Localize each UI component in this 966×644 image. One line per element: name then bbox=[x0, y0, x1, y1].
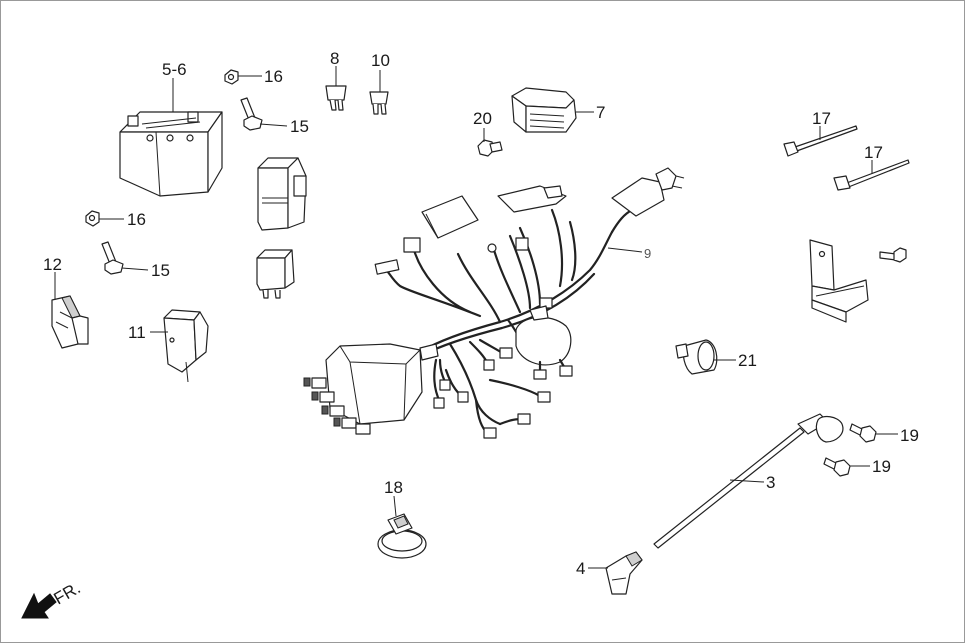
callout-11: 11 bbox=[128, 323, 146, 342]
callout-5-6: 5-6 bbox=[162, 60, 187, 79]
cable-3 bbox=[653, 413, 844, 549]
callout-8: 8 bbox=[330, 49, 339, 68]
fuse-box-12 bbox=[51, 295, 89, 349]
bracket bbox=[809, 239, 869, 323]
hose-clamp-18 bbox=[377, 513, 427, 559]
bolt-15-upper bbox=[240, 97, 263, 131]
bolt-15-lower bbox=[101, 241, 124, 275]
front-arrow-icon bbox=[21, 592, 57, 619]
bolt-20 bbox=[477, 139, 503, 157]
callout-9: 9 bbox=[644, 246, 651, 261]
unit-11 bbox=[163, 309, 209, 383]
leader-3 bbox=[729, 479, 765, 483]
callout-12: 12 bbox=[43, 255, 62, 274]
module-7 bbox=[511, 87, 577, 133]
callout-19-upper: 19 bbox=[900, 426, 919, 445]
callout-18: 18 bbox=[384, 478, 403, 497]
leader-18 bbox=[393, 495, 397, 517]
callout-10: 10 bbox=[371, 51, 390, 70]
cable-tie-17-upper bbox=[783, 125, 858, 157]
callout-7: 7 bbox=[596, 103, 605, 122]
callout-17-upper: 17 bbox=[812, 109, 831, 128]
bolt-bracket bbox=[879, 247, 907, 263]
callout-4: 4 bbox=[576, 559, 585, 578]
fuse-8 bbox=[325, 85, 347, 111]
leader-9 bbox=[607, 247, 643, 253]
front-marker-label: FR. bbox=[51, 578, 84, 608]
relay-lower bbox=[256, 249, 295, 299]
cable-tie-17-lower bbox=[833, 159, 910, 191]
callout-16-lower: 16 bbox=[127, 210, 146, 229]
callout-3: 3 bbox=[766, 473, 775, 492]
nut-16-lower bbox=[85, 210, 100, 227]
nut-16-upper bbox=[224, 69, 239, 85]
callout-16-upper: 16 bbox=[264, 67, 283, 86]
leader-15-lower bbox=[121, 267, 149, 271]
callout-17-lower: 17 bbox=[864, 143, 883, 162]
callout-19-lower: 19 bbox=[872, 457, 891, 476]
battery bbox=[119, 111, 223, 197]
callout-15-upper: 15 bbox=[290, 117, 309, 136]
relay-upper bbox=[257, 157, 307, 231]
callout-20: 20 bbox=[473, 109, 492, 128]
callout-15-lower: 15 bbox=[151, 261, 170, 280]
bolt-19-lower bbox=[823, 457, 851, 477]
fuse-10 bbox=[369, 91, 389, 115]
part-21 bbox=[675, 339, 718, 375]
plug-cap-4 bbox=[605, 551, 643, 595]
callout-21: 21 bbox=[738, 351, 757, 370]
wire-harness bbox=[303, 167, 685, 439]
bolt-19-upper bbox=[849, 423, 877, 443]
leader-15-upper bbox=[259, 123, 288, 127]
